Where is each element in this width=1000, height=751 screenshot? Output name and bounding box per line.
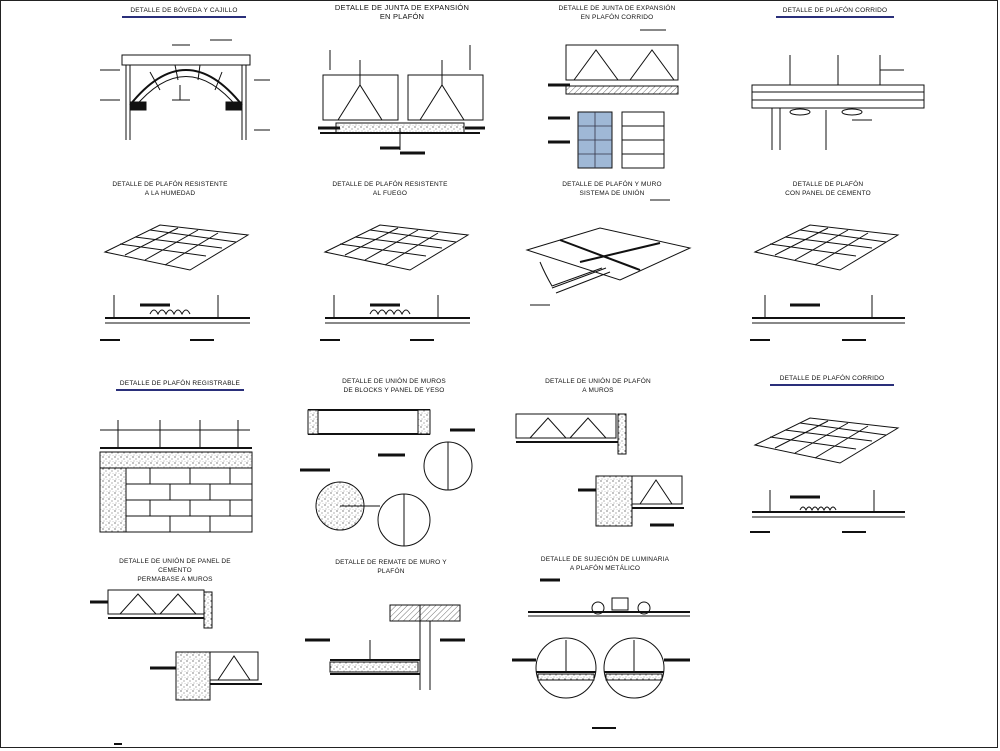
detail-union-muros-blocks [300, 409, 475, 547]
title-union-panel-cemento: DETALLE DE UNIÓN DE PANEL DE CEMENTO PER… [108, 557, 242, 584]
title-line: DETALLE DE UNIÓN DE PANEL DE CEMENTO [119, 558, 231, 574]
title-line: EN PLAFÓN [379, 12, 425, 21]
title-line: DETALLE DE REMATE DE MURO Y PLAFÓN [335, 559, 447, 575]
title-line: DETALLE DE UNIÓN DE MUROS [342, 378, 446, 385]
title-line: CON PANEL DE CEMENTO [785, 190, 871, 197]
title-line: DETALLE DE BÓVEDA Y CAJILLO [130, 7, 238, 14]
title-line: DE BLOCKS Y PANEL DE YESO [343, 387, 445, 394]
title-line: DETALLE DE PLAFÓN CORRIDO [782, 7, 888, 14]
title-underline [776, 16, 894, 18]
title-line: DETALLE DE PLAFÓN RESISTENTE [112, 181, 228, 188]
title-line: DETALLE DE UNIÓN DE PLAFÓN [545, 378, 651, 385]
detail-remate-muro [305, 604, 465, 690]
title-sujecion-luminaria: DETALLE DE SUJECIÓN DE LUMINARIA A PLAFÓ… [540, 555, 670, 573]
title-line: DETALLE DE PLAFÓN REGISTRABLE [119, 380, 241, 387]
title-plafon-corrido-2: DETALLE DE PLAFÓN CORRIDO [770, 374, 894, 386]
detail-plafon-corrido-2 [750, 417, 905, 533]
detail-union-plafon-muros [515, 413, 684, 527]
title-line: A LA HUMEDAD [144, 190, 196, 197]
title-line: DETALLE DE PLAFÓN CORRIDO [779, 375, 885, 382]
detail-plafon-muro [525, 199, 692, 306]
title-line: DETALLE DE PLAFÓN RESISTENTE [332, 181, 448, 188]
detail-sujecion-luminaria [512, 578, 690, 729]
title-plafon-muro: DETALLE DE PLAFÓN Y MURO SISTEMA DE UNIÓ… [550, 180, 674, 198]
title-underline [122, 16, 246, 18]
title-boveda-cajillo: DETALLE DE BÓVEDA Y CAJILLO [122, 6, 246, 18]
detail-junta-expansion-corrido [548, 29, 679, 169]
title-resistente-humedad: DETALLE DE PLAFÓN RESISTENTE A LA HUMEDA… [110, 180, 230, 198]
title-line: SISTEMA DE UNIÓN [579, 190, 645, 197]
title-plafon-corrido-1: DETALLE DE PLAFÓN CORRIDO [776, 6, 894, 18]
detail-resistente-humedad [100, 224, 250, 341]
title-underline [116, 389, 244, 391]
title-line: A MUROS [582, 387, 614, 394]
title-line: DETALLE DE PLAFÓN [792, 181, 864, 188]
title-line: DETALLE DE SUJECIÓN DE LUMINARIA [540, 556, 670, 563]
title-panel-cemento: DETALLE DE PLAFÓN CON PANEL DE CEMENTO [766, 180, 890, 198]
detail-junta-expansion [318, 45, 485, 155]
title-line: DETALLE DE JUNTA DE EXPANSIÓN [334, 3, 470, 12]
title-line: DETALLE DE JUNTA DE EXPANSIÓN [558, 5, 676, 12]
title-union-muros-blocks: DETALLE DE UNIÓN DE MUROS DE BLOCKS Y PA… [334, 377, 454, 395]
title-underline [770, 384, 894, 386]
detail-registrable [99, 420, 253, 533]
title-line: AL FUEGO [372, 190, 408, 197]
title-junta-expansion: DETALLE DE JUNTA DE EXPANSIÓN EN PLAFÓN [334, 3, 470, 21]
title-remate-muro: DETALLE DE REMATE DE MURO Y PLAFÓN [328, 558, 454, 576]
detail-boveda-cajillo [100, 39, 270, 140]
title-junta-expansion-corrido: DETALLE DE JUNTA DE EXPANSIÓN EN PLAFÓN … [555, 4, 679, 22]
title-line: A PLAFÓN METÁLICO [569, 565, 641, 572]
title-line: EN PLAFÓN CORRIDO [580, 14, 654, 21]
title-line: DETALLE DE PLAFÓN Y MURO [562, 181, 662, 188]
detail-plafon-corrido-1 [751, 55, 925, 150]
title-line: PERMABASE A MUROS [137, 576, 213, 583]
detail-union-panel-cemento [90, 589, 262, 701]
title-resistente-fuego: DETALLE DE PLAFÓN RESISTENTE AL FUEGO [330, 180, 450, 198]
title-registrable: DETALLE DE PLAFÓN REGISTRABLE [116, 379, 244, 391]
title-union-plafon-muros: DETALLE DE UNIÓN DE PLAFÓN A MUROS [536, 377, 660, 395]
detail-panel-cemento [750, 224, 905, 341]
detail-resistente-fuego [320, 224, 470, 341]
